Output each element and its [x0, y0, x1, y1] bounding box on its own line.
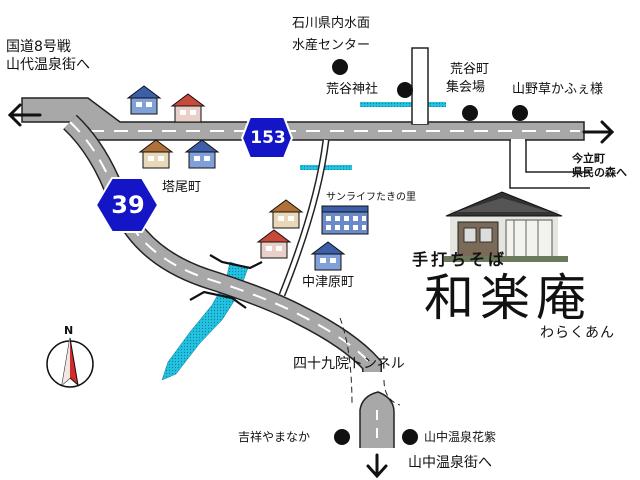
- label-toonomachi: 塔尾町: [162, 180, 202, 195]
- label-yamanaka: 山中温泉街へ: [408, 455, 492, 471]
- arrow-left-icon: [7, 103, 42, 127]
- restaurant-building: [444, 191, 568, 262]
- label-kenmin: 県民の森へ: [572, 166, 627, 179]
- route-153-number: 153: [250, 128, 286, 148]
- label-tunnel: 四十九院トンネル: [293, 356, 405, 372]
- route-39-number: 39: [111, 191, 145, 219]
- house-icon: [126, 85, 346, 271]
- label-aratani-jinja: 荒谷神社: [326, 82, 379, 97]
- label-yamashiro: 山代温泉街へ: [6, 57, 90, 73]
- bridge-marks: [189, 254, 263, 309]
- road-east-loop: [509, 139, 591, 189]
- label-nakatsuhara: 中津原町: [302, 275, 355, 290]
- label-imadachi: 今立町: [572, 152, 605, 165]
- brand-kana: わらくあん: [540, 325, 615, 341]
- compass-icon: [46, 337, 94, 388]
- arrow-right-icon: [582, 120, 615, 144]
- label-ishikawa-2: 水産センター: [292, 38, 371, 53]
- brand-sub: 手打ちそば: [412, 250, 508, 269]
- building-icon: [321, 205, 369, 235]
- brand-name: 和楽庵: [424, 269, 592, 327]
- poi-dot-icon: [332, 59, 528, 445]
- label-sunlife: サンライフたきの里: [326, 192, 416, 203]
- road-main: [21, 97, 585, 141]
- label-kashi: 山中温泉花紫: [424, 430, 497, 444]
- route-153-shield: [240, 116, 294, 159]
- route-39-shield: [94, 177, 160, 233]
- stream-segment-middle: [300, 165, 352, 170]
- road-39-centerline: [69, 121, 373, 366]
- road-north-branch: [411, 47, 429, 125]
- label-kisshou: 吉祥やまなか: [238, 430, 311, 444]
- label-shukaijo: 集会場: [446, 80, 486, 95]
- label-kokudo: 国道8号戦: [6, 39, 71, 55]
- label-ishikawa-1: 石川県内水面: [292, 16, 371, 31]
- label-yamanokusa: 山野草かふぇ様: [512, 82, 604, 97]
- stream-segment-top: [360, 102, 446, 107]
- tunnel-road: [339, 317, 401, 448]
- arrow-down-icon: [366, 453, 388, 479]
- label-north: N: [64, 324, 74, 337]
- label-aratani-machi: 荒谷町: [450, 62, 490, 77]
